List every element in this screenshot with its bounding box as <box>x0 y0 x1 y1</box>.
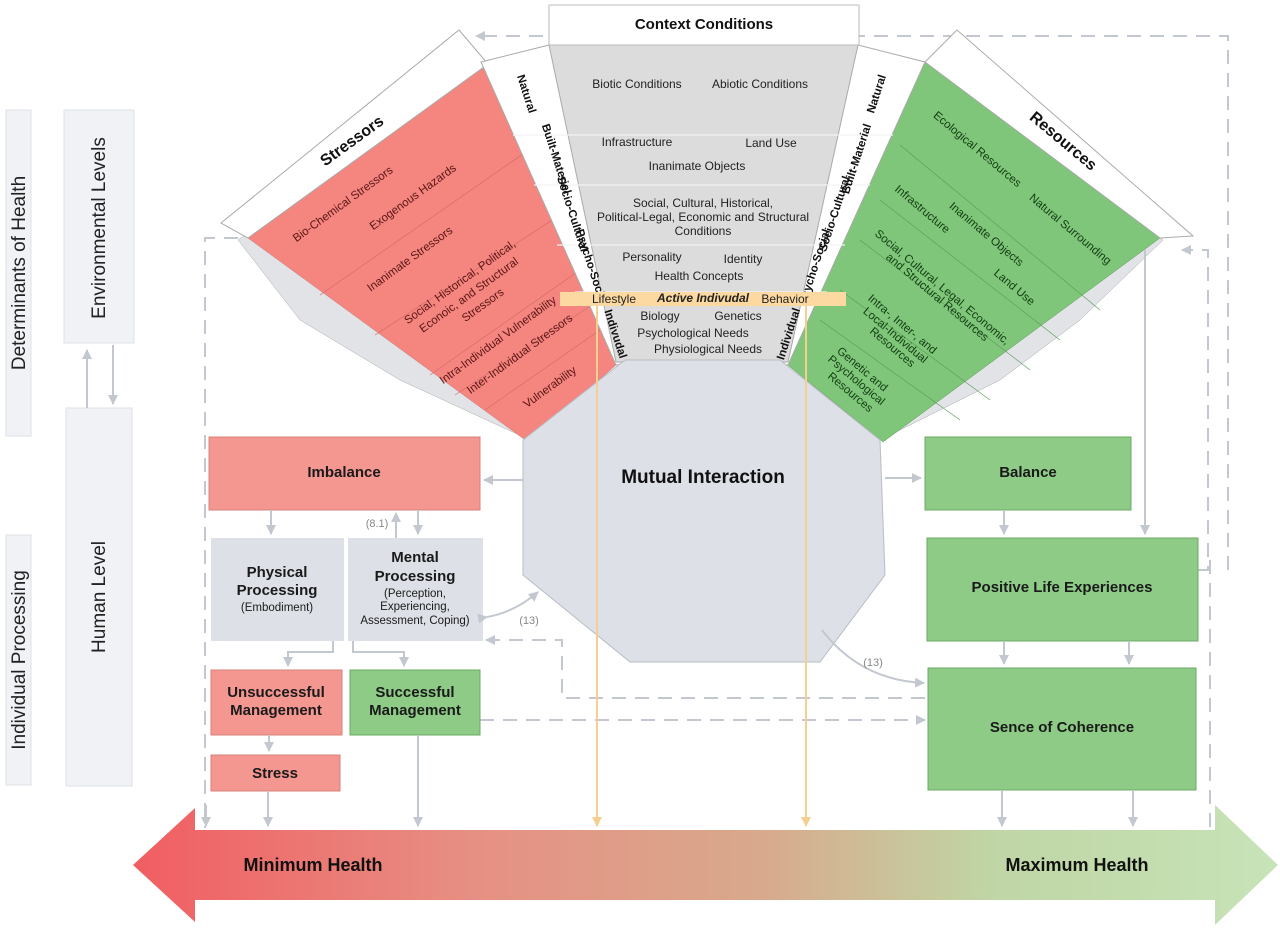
context-item: Political-Legal, Economic and Structural <box>597 210 809 224</box>
maximum-health-label: Maximum Health <box>1005 855 1148 875</box>
health-gradient-arrow <box>133 805 1278 925</box>
context-title-box <box>548 4 860 46</box>
determinants-label: Determinants of Health <box>9 176 30 370</box>
active-individual-band <box>560 292 846 306</box>
context-item: Genetics <box>714 309 761 323</box>
positive-life-experiences-box <box>926 537 1199 642</box>
individual-processing-label: Individual Processing <box>9 570 30 750</box>
mutual-interaction: Mutual Interaction <box>522 359 886 663</box>
imbalance-path: Imbalance Physical Processing (Embodimen… <box>208 436 483 792</box>
balance-box <box>924 436 1132 511</box>
resources-header <box>924 29 1195 239</box>
context-item: Health Concepts <box>655 269 744 283</box>
physical-processing-box <box>211 538 344 641</box>
physical-subtitle: (Embodiment) <box>241 602 313 614</box>
unsuccessful-label: Unsuccessful <box>227 684 325 701</box>
annotation-13-right: (13) <box>863 657 883 669</box>
context-item: Psychological Needs <box>637 326 748 340</box>
context-item: Conditions <box>675 224 732 238</box>
imbalance-box <box>208 436 481 511</box>
human-level-label: Human Level <box>89 541 110 653</box>
context-item: Physiological Needs <box>654 342 762 356</box>
mental-title: Mental <box>391 549 439 566</box>
connectors <box>201 250 1150 827</box>
successful-label: Management <box>369 702 461 719</box>
context-item: Land Use <box>745 136 797 150</box>
physical-title: Physical <box>247 564 308 581</box>
determinants-panel <box>5 109 32 437</box>
positive-label: Positive Life Experiences <box>972 579 1153 596</box>
mental-subtitle: Assessment, Coping) <box>360 615 469 627</box>
stress-box <box>210 754 341 792</box>
physical-title: Processing <box>237 582 318 599</box>
environmental-levels-label: Environmental Levels <box>89 137 110 319</box>
mutual-interaction-octagon <box>522 359 886 663</box>
context-item: Personality <box>622 250 681 264</box>
mental-title: Processing <box>375 568 456 585</box>
annotation-13-left: (13) <box>519 615 539 627</box>
minimum-health-label: Minimum Health <box>243 855 382 875</box>
stress-label: Stress <box>252 765 298 782</box>
mental-subtitle: Experiencing, <box>380 601 450 613</box>
context-item: Inanimate Objects <box>649 159 746 173</box>
balance-label: Balance <box>999 464 1057 481</box>
human-level-panel <box>65 407 133 787</box>
mutual-interaction-label: Mutual Interaction <box>621 467 785 488</box>
mental-subtitle: (Perception, <box>384 588 446 600</box>
successful-label: Successful <box>375 684 454 701</box>
mental-processing-box <box>348 538 483 641</box>
left-labels: Determinants of Health Individual Proces… <box>5 109 135 787</box>
unsuccessful-label: Management <box>230 702 322 719</box>
context-item: Social, Cultural, Historical, <box>633 196 773 210</box>
context-item: Identity <box>724 252 763 266</box>
health-axis: Minimum Health Maximum Health <box>133 805 1278 925</box>
successful-management-box <box>349 669 481 736</box>
behavior-label: Behavior <box>761 292 808 306</box>
context-title: Context Conditions <box>635 16 773 33</box>
unsuccessful-management-box <box>210 669 343 736</box>
individual-processing-panel <box>5 534 32 786</box>
lifestyle-label: Lifestyle <box>592 292 636 306</box>
sense-of-coherence-box <box>927 667 1197 791</box>
balance-path: Balance Positive Life Experiences Sence … <box>924 436 1199 791</box>
active-individual-label: Active Indivudal <box>656 291 750 305</box>
context-item: Infrastructure <box>602 135 673 149</box>
context-item: Biology <box>640 309 679 323</box>
context-item: Biotic Conditions <box>592 77 681 91</box>
context-item: Abiotic Conditions <box>712 77 808 91</box>
imbalance-label: Imbalance <box>307 464 380 481</box>
environmental-levels-panel <box>63 109 135 344</box>
annotation-8-1: (8.1) <box>366 518 389 530</box>
context-conditions: Context Conditions Natural Built-Materie… <box>480 4 926 366</box>
coherence-label: Sence of Coherence <box>990 719 1134 736</box>
